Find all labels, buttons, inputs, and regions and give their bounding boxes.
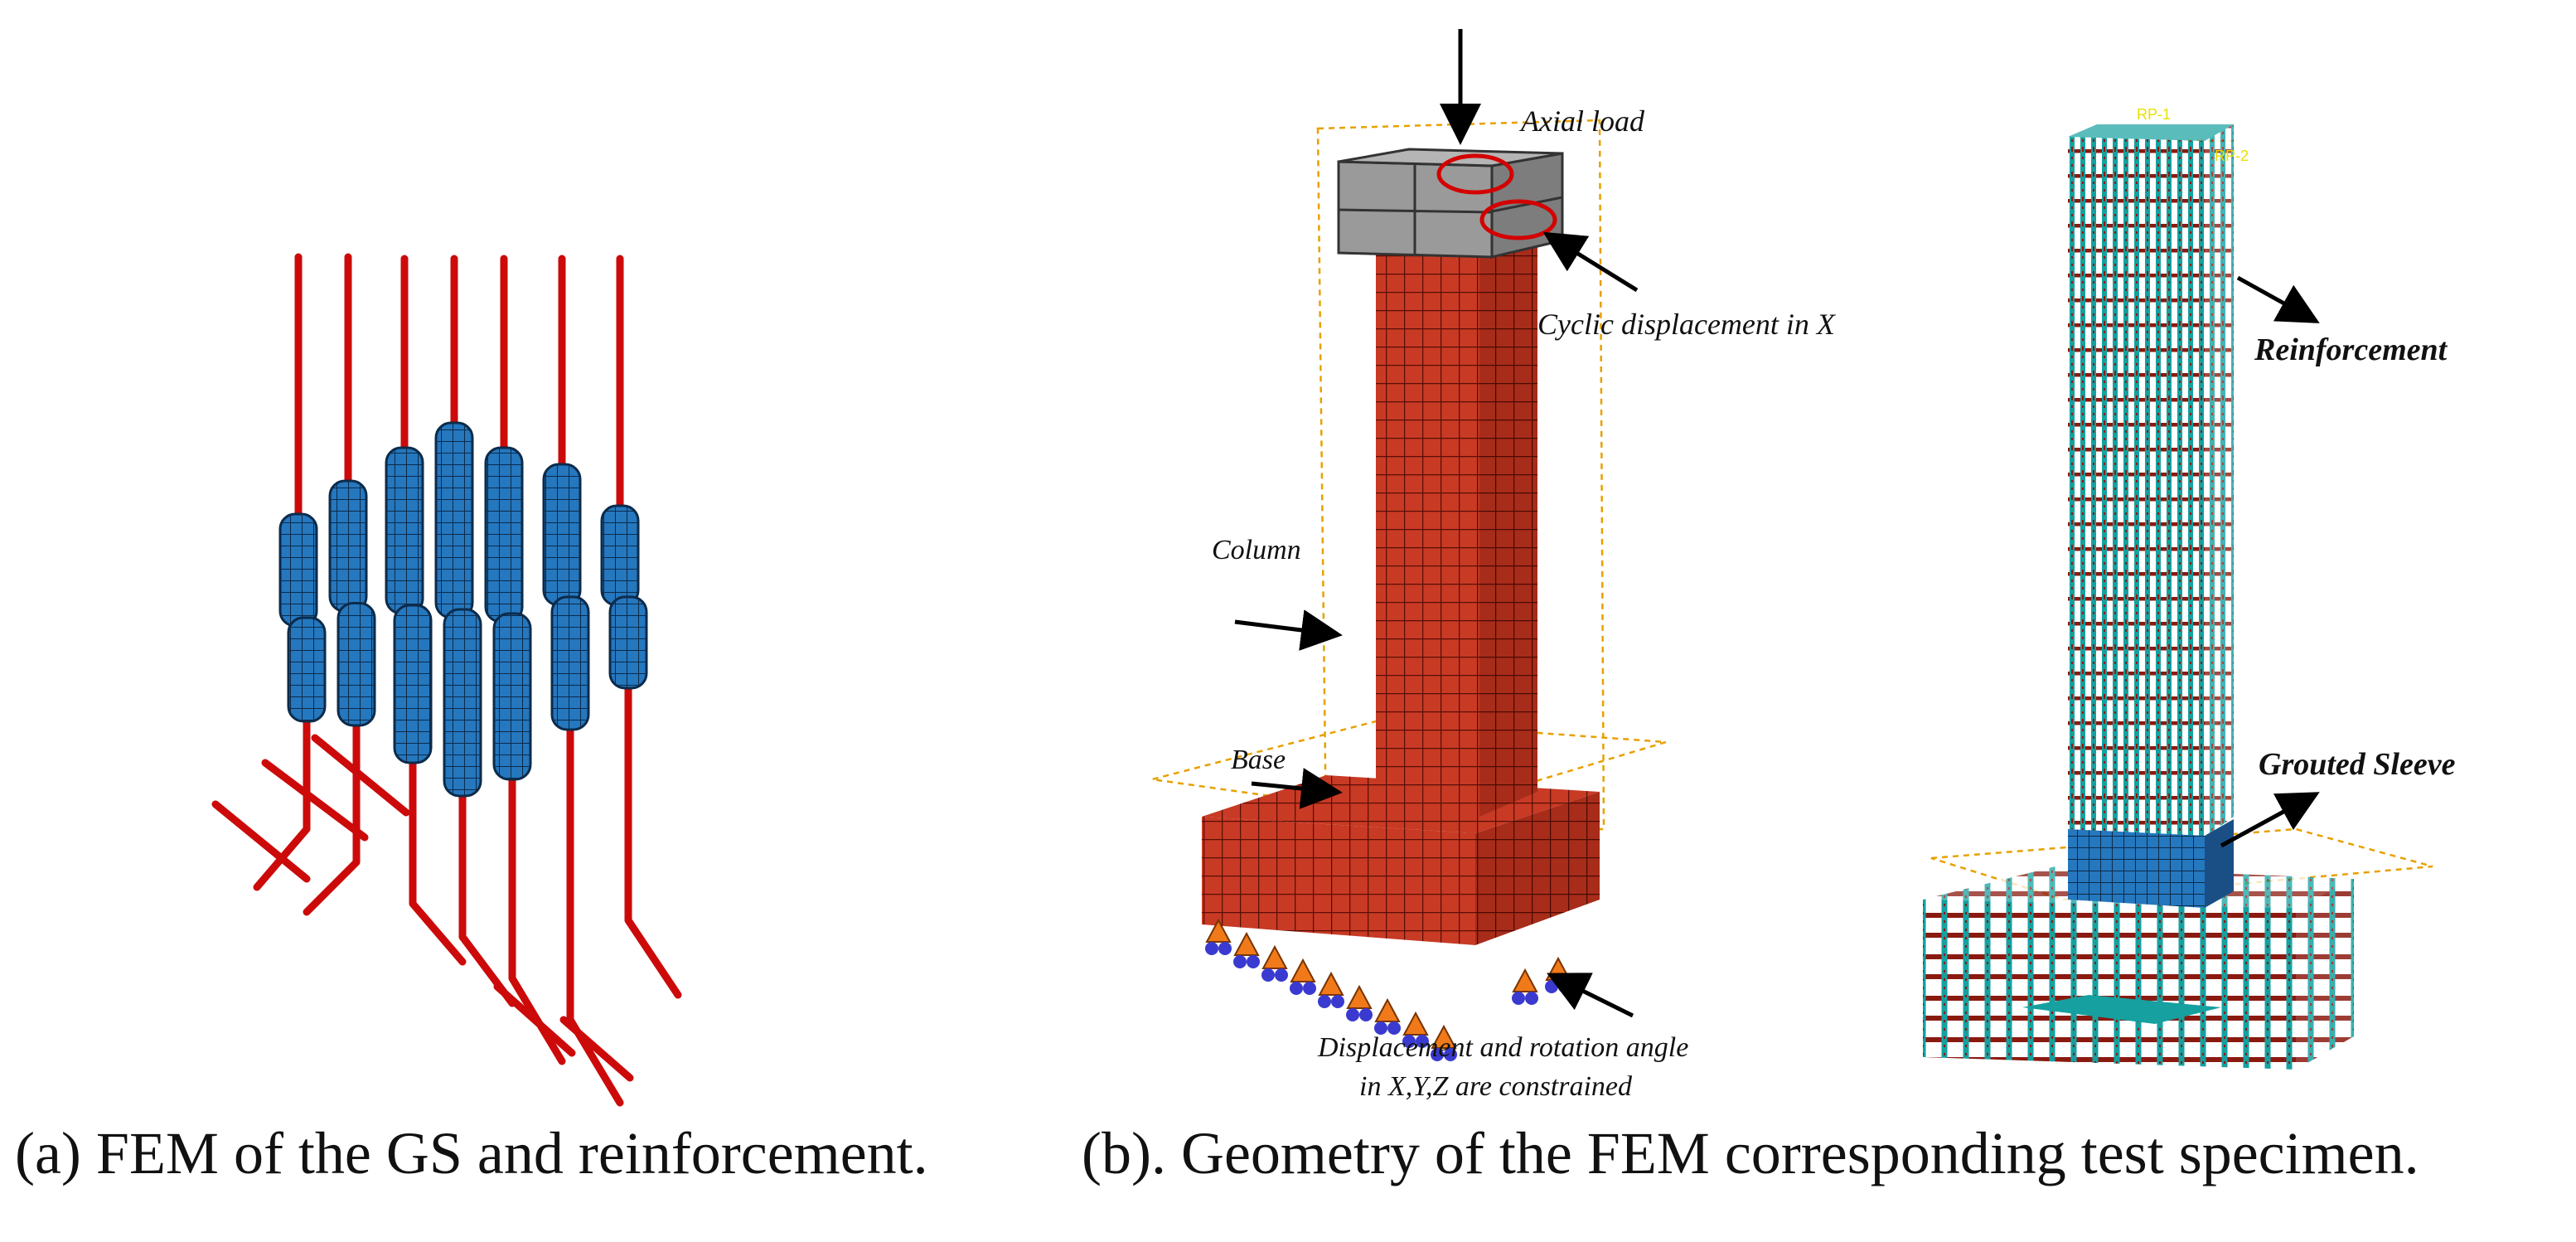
- axial-load-label: Axial load: [1521, 104, 1644, 138]
- rebar-7: [616, 255, 682, 999]
- reinforcement-cage-model: [1923, 124, 2433, 1070]
- caption-panel-b: (b). Geometry of the FEM corresponding t…: [1082, 1120, 2419, 1186]
- grouted-sleeve-3: [385, 446, 433, 764]
- rebar-1: [253, 253, 311, 891]
- boundary-condition-symbol: [1346, 984, 1373, 1021]
- grouted-sleeve-2: [328, 479, 376, 727]
- grouted-sleeve-6: [542, 463, 590, 731]
- boundary-condition-symbol: [1374, 997, 1401, 1035]
- column-specimen-model: [1151, 29, 1667, 1061]
- boundary-condition-symbol: [1431, 1024, 1457, 1061]
- reinforcement-label: Reinforcement: [2254, 332, 2448, 367]
- grouted-sleeve-7: [600, 504, 648, 690]
- boundary-condition-symbol: [1290, 958, 1316, 995]
- boundary-condition-symbol: [1261, 944, 1288, 982]
- boundary-condition-symbol: [1545, 956, 1571, 993]
- boundary-condition-symbol: [1402, 1011, 1429, 1048]
- constraint-label-line1: Displacement and rotation angle: [1318, 1032, 1689, 1063]
- column-label: Column: [1212, 535, 1301, 565]
- boundary-condition-symbol: [1233, 931, 1260, 968]
- rebar-3: [400, 255, 467, 966]
- cyclic-displacement-label: Cyclic displacement in X: [1537, 308, 1835, 341]
- rp1-label: RP-1: [2137, 106, 2172, 123]
- rebar-6: [558, 255, 624, 1107]
- base-label: Base: [1231, 745, 1286, 775]
- rebar-4: [450, 255, 516, 1007]
- boundary-condition-symbol: [1205, 918, 1232, 955]
- grouted-sleeve-4: [434, 421, 482, 798]
- grouted-sleeve-label: Grouted Sleeve: [2259, 747, 2456, 782]
- rp2-label: RP-2: [2215, 148, 2249, 164]
- gs-reinforcement-model: [211, 253, 682, 1107]
- constraint-label-line2: in X,Y,Z are constrained: [1359, 1071, 1633, 1102]
- boundary-condition-symbol: [1318, 971, 1344, 1008]
- grouted-sleeve-1: [278, 512, 327, 723]
- boundary-condition-symbol: [1512, 968, 1538, 1005]
- caption-panel-a: (a) FEM of the GS and reinforcement.: [15, 1120, 928, 1186]
- grouted-sleeve-5: [484, 446, 532, 781]
